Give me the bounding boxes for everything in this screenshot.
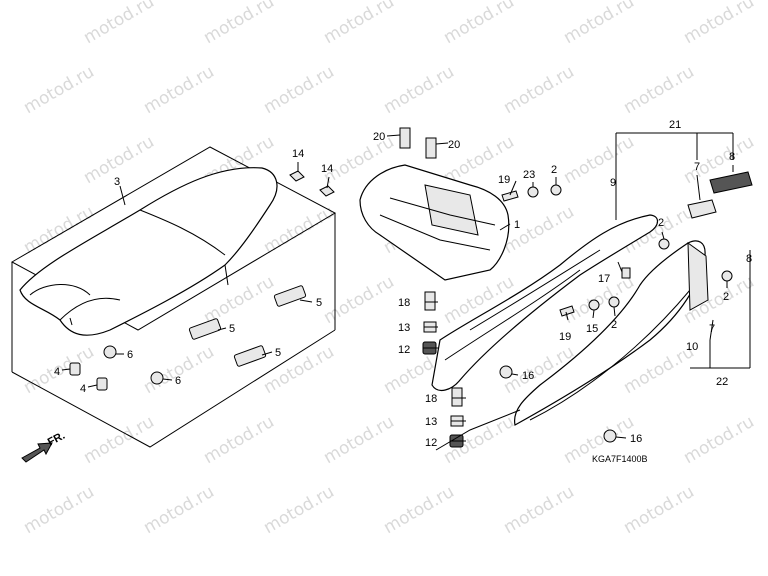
seat-part-3 — [19, 167, 278, 336]
callout-9: 9 — [610, 177, 616, 189]
seat-rubber-5a — [273, 285, 307, 307]
leader-lines-right — [386, 132, 751, 451]
callout-19a: 19 — [498, 174, 510, 186]
callout-5b: 5 — [229, 323, 235, 335]
callout-12b: 12 — [425, 437, 437, 449]
callout-20b: 20 — [448, 139, 460, 151]
callout-23: 23 — [523, 169, 535, 181]
callout-4b: 4 — [80, 383, 86, 395]
bolt-18b — [451, 387, 463, 407]
bolt-20b — [425, 137, 437, 159]
seat-cushion-4a — [69, 362, 81, 376]
callout-10: 10 — [686, 341, 698, 353]
callout-12a: 12 — [398, 344, 410, 356]
bolt-19a — [501, 190, 519, 202]
diagram-code: KGA7F1400B — [592, 454, 648, 464]
leader-lines-left — [61, 162, 330, 388]
callout-2b: 2 — [658, 217, 664, 229]
callout-17: 17 — [598, 273, 610, 285]
callout-1: 1 — [514, 219, 520, 231]
seat-rubber-5b — [188, 318, 222, 340]
collar-15 — [588, 299, 600, 311]
callout-16b: 16 — [630, 433, 642, 445]
emblem-part-8 — [709, 171, 753, 194]
bolt-19b — [559, 305, 575, 317]
bolt-16b — [603, 429, 617, 443]
side-cover-part-10 — [513, 240, 709, 426]
callout-6a: 6 — [127, 349, 133, 361]
seat-bolt-6b — [150, 371, 164, 385]
seat-cushion-4b — [96, 377, 108, 391]
front-direction-arrow-icon — [21, 442, 53, 463]
callout-2c: 2 — [611, 319, 617, 331]
rear-bracket-part-1 — [359, 164, 510, 281]
callout-19b: 19 — [559, 331, 571, 343]
nut-2a — [550, 184, 562, 196]
front-arrow-label: FR. — [46, 430, 67, 449]
seat-bolt-14a — [289, 170, 305, 182]
callout-22: 22 — [716, 376, 728, 388]
callout-8b: 8 — [746, 253, 752, 265]
nut-2b — [658, 238, 670, 250]
callout-7a: 7 — [694, 161, 700, 173]
callout-14b: 14 — [321, 163, 333, 175]
callout-2a: 2 — [551, 164, 557, 176]
callout-14a: 14 — [292, 148, 304, 160]
bolt-16a — [499, 365, 513, 379]
callout-labels: 1 2 2 2 2 3 4 4 5 5 5 6 6 7 7 8 8 9 10 1… — [54, 119, 752, 449]
nut-2c — [608, 296, 620, 308]
seat-rubber-5c — [233, 345, 267, 367]
callout-13b: 13 — [425, 416, 437, 428]
callout-2d: 2 — [723, 291, 729, 303]
emblem-part-7 — [687, 199, 717, 219]
clip-17 — [621, 267, 631, 279]
callout-4a: 4 — [54, 366, 60, 378]
callout-5c: 5 — [275, 347, 281, 359]
callout-13a: 13 — [398, 322, 410, 334]
callout-5a: 5 — [316, 297, 322, 309]
callout-8a: 8 — [729, 151, 735, 163]
callout-16a: 16 — [522, 370, 534, 382]
bolt-18a — [424, 291, 436, 311]
seat-bolt-6a — [103, 345, 117, 359]
callout-15: 15 — [586, 323, 598, 335]
nut-2d — [721, 270, 733, 282]
callout-6b: 6 — [175, 375, 181, 387]
rear-frame-part-9 — [431, 214, 659, 392]
bolt-20a — [399, 127, 411, 149]
callout-3: 3 — [114, 176, 120, 188]
callout-18b: 18 — [425, 393, 437, 405]
seat-bolt-14b — [319, 185, 335, 197]
washer-23 — [527, 186, 539, 198]
callout-18a: 18 — [398, 297, 410, 309]
callout-7b: 7 — [709, 323, 715, 335]
callout-20a: 20 — [373, 131, 385, 143]
callout-21: 21 — [669, 119, 681, 131]
